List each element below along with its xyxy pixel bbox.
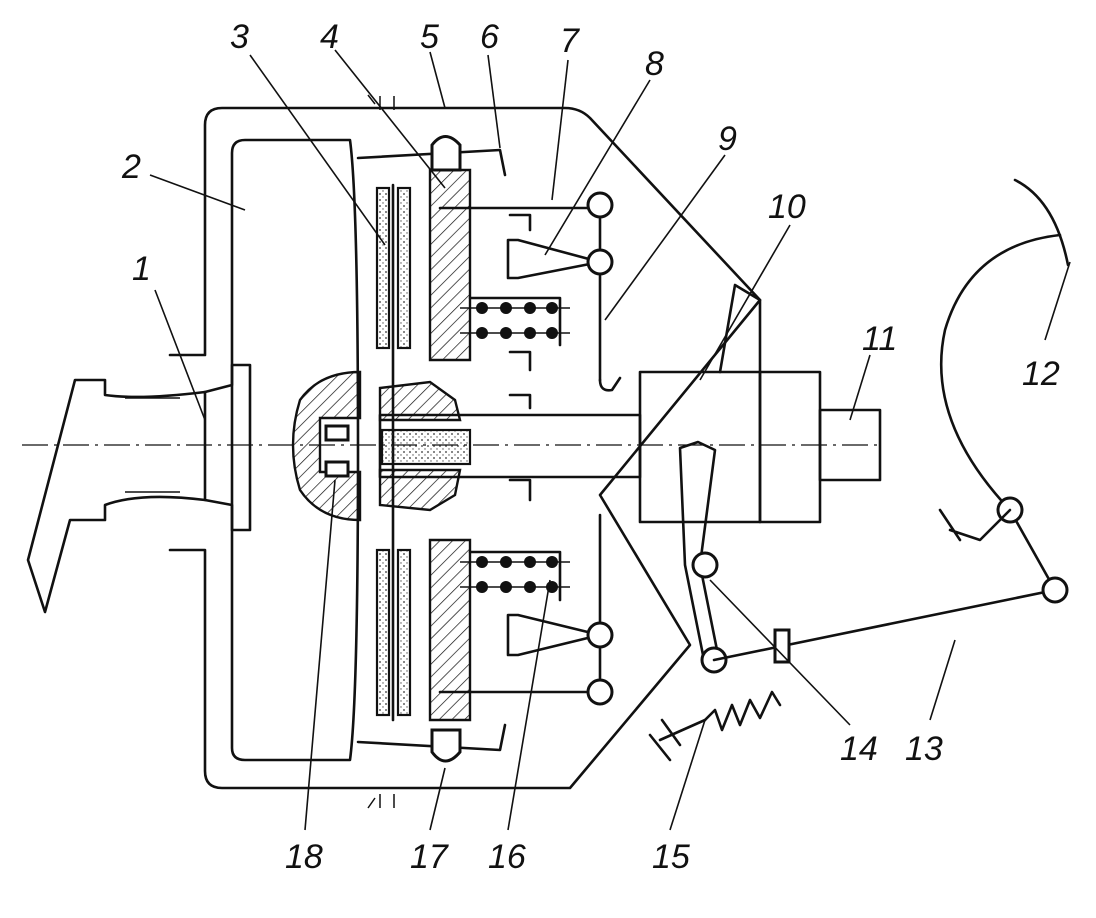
callout-16: 16 (488, 838, 526, 876)
pilot-bearing (324, 424, 350, 442)
spring-coil (500, 327, 512, 339)
spring-coil (500, 556, 512, 568)
spring-coil (476, 302, 488, 314)
leader-lines (149, 49, 1071, 831)
pilot-bearing-lower (324, 460, 350, 478)
callout-1: 1 (132, 250, 151, 288)
spring-coil (524, 302, 536, 314)
callout-3: 3 (230, 18, 249, 56)
callout-6: 6 (480, 18, 499, 56)
callout-13: 13 (905, 730, 943, 768)
callout-17: 17 (410, 838, 449, 876)
callout-12: 12 (1022, 355, 1060, 393)
release-bearing (638, 283, 822, 524)
callout-9: 9 (718, 120, 737, 158)
callout-5: 5 (420, 18, 439, 56)
pilot-bearing-hub (291, 370, 362, 522)
callout-7: 7 (560, 22, 580, 60)
spring-coil (524, 556, 536, 568)
callout-10: 10 (768, 188, 806, 226)
callout-4: 4 (320, 18, 339, 56)
spring-coil (546, 302, 558, 314)
spring-coil (546, 556, 558, 568)
callout-8: 8 (645, 45, 664, 83)
clutch-housing (168, 94, 762, 809)
spring-coil (476, 581, 488, 593)
release-levers (438, 191, 622, 706)
spring-coil (524, 581, 536, 593)
crankshaft (26, 363, 252, 614)
pedal-linkage (712, 178, 1070, 664)
driven-disc (375, 183, 462, 722)
pressure-springs (460, 296, 570, 602)
pressure-plate (428, 135, 472, 763)
callout-11: 11 (862, 320, 897, 358)
spring-coil (476, 327, 488, 339)
callout-15: 15 (652, 838, 690, 876)
callout-2: 2 (121, 148, 141, 186)
callout-14: 14 (840, 730, 878, 768)
spring-coil (500, 302, 512, 314)
callout-18: 18 (285, 838, 323, 876)
spring-coil (546, 327, 558, 339)
callout-labels: 1 2 3 4 5 6 7 8 9 10 11 12 13 14 15 16 1… (121, 18, 1060, 876)
return-spring (648, 690, 782, 762)
spring-coil (476, 556, 488, 568)
spring-coil (500, 581, 512, 593)
spring-coil (524, 327, 536, 339)
